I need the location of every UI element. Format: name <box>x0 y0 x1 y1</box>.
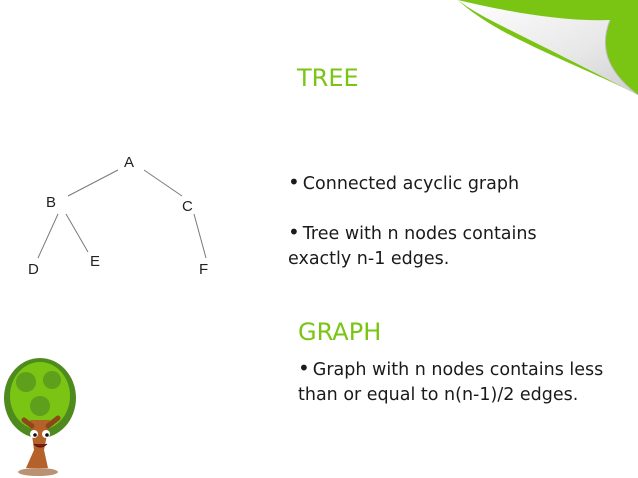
tree-bullet-2-text: Tree with n nodes contains exactly n-1 e… <box>288 224 537 269</box>
edge-b-d <box>37 213 59 259</box>
graph-bullet-1: •Graph with n nodes contains less than o… <box>298 356 608 408</box>
tree-bullet-1-text: Connected acyclic graph <box>302 174 520 194</box>
graph-bullet-1-text: Graph with n nodes contains less than or… <box>298 360 604 405</box>
bullet-icon: • <box>298 356 310 380</box>
node-d: D <box>28 261 39 278</box>
node-c: C <box>182 198 193 215</box>
tree-bullet-2: •Tree with n nodes contains exactly n-1 … <box>288 220 588 272</box>
bullet-icon: • <box>288 220 300 244</box>
edge-a-c <box>143 169 183 197</box>
edge-c-f <box>193 213 207 259</box>
node-a: A <box>124 154 134 171</box>
node-e: E <box>90 253 100 270</box>
node-b: B <box>46 194 56 211</box>
tree-character-icon <box>4 358 76 476</box>
tree-bullet-1: •Connected acyclic graph <box>288 170 618 197</box>
edge-a-b <box>67 169 119 197</box>
node-f: F <box>199 261 208 278</box>
bullet-icon: • <box>288 170 300 194</box>
edge-b-e <box>65 213 89 253</box>
graph-heading: GRAPH <box>298 318 382 346</box>
tree-edges <box>37 169 207 259</box>
tree-heading: TREE <box>297 64 359 92</box>
tree-diagram: A B C D E F <box>28 154 208 278</box>
